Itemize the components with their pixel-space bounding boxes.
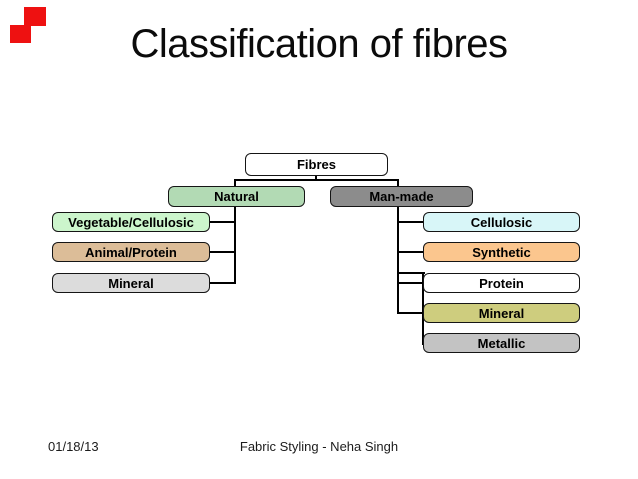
node-metallic: Metallic bbox=[423, 333, 580, 353]
red-corner-mark-top bbox=[24, 7, 46, 26]
node-man-made: Man-made bbox=[330, 186, 473, 207]
node-fibres: Fibres bbox=[245, 153, 388, 176]
node-mineral-manmade: Mineral bbox=[423, 303, 580, 323]
footer-credit: Fabric Styling - Neha Singh bbox=[239, 439, 399, 454]
connector-natural-trunk bbox=[234, 206, 236, 284]
node-natural: Natural bbox=[168, 186, 305, 207]
node-mineral-natural: Mineral bbox=[52, 273, 210, 293]
connector-stub-mineral-left bbox=[207, 282, 236, 284]
connector-stub-animal bbox=[207, 251, 236, 253]
connector-stub-cellulosic bbox=[397, 221, 425, 223]
node-cellulosic: Cellulosic bbox=[423, 212, 580, 232]
node-vegetable-cellulosic: Vegetable/Cellulosic bbox=[52, 212, 210, 232]
node-synthetic: Synthetic bbox=[423, 242, 580, 262]
connector-manmade-trunk bbox=[397, 206, 399, 314]
connector-stub-mineral-right bbox=[397, 312, 425, 314]
connector-root-crossbar bbox=[234, 179, 399, 181]
connector-root-stem bbox=[315, 175, 317, 181]
connector-stub-synthetic bbox=[397, 251, 425, 253]
footer-date: 01/18/13 bbox=[48, 439, 99, 454]
connector-drop-manmade bbox=[397, 179, 399, 187]
node-protein: Protein bbox=[423, 273, 580, 293]
connector-stub-protein-top bbox=[397, 272, 425, 274]
connector-stub-vegetable bbox=[207, 221, 236, 223]
node-animal-protein: Animal/Protein bbox=[52, 242, 210, 262]
slide-title: Classification of fibres bbox=[130, 22, 508, 66]
connector-drop-natural bbox=[234, 179, 236, 187]
connector-stub-protein bbox=[397, 282, 425, 284]
red-corner-mark-bottom bbox=[10, 25, 31, 43]
